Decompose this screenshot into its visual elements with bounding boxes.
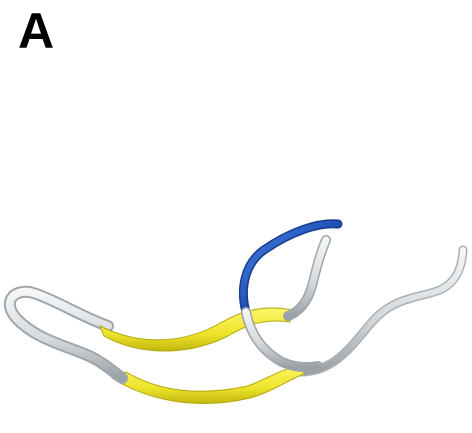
beta-strand-lower <box>112 364 304 404</box>
